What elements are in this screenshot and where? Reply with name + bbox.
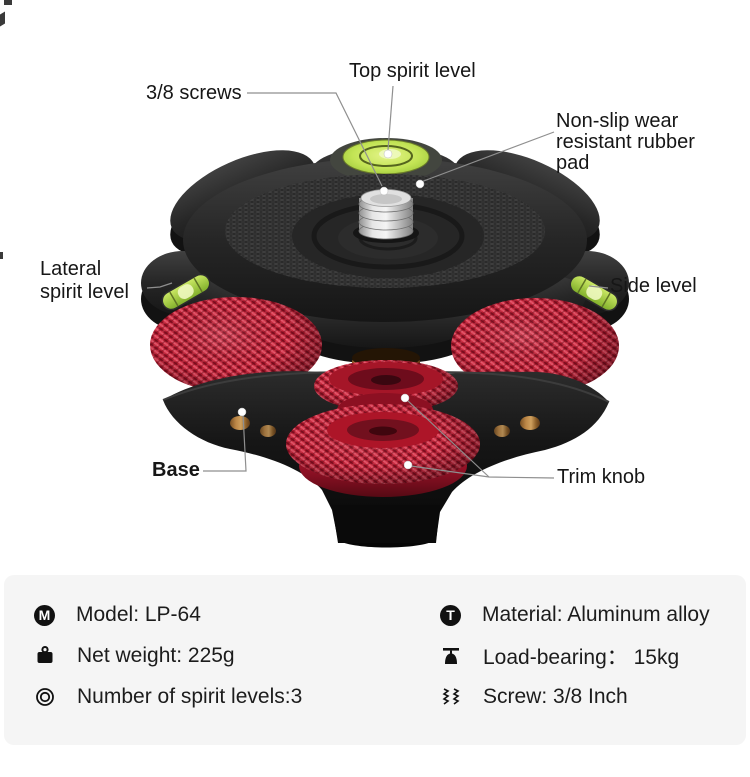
spec-text-model: Model: LP-64 [76, 603, 201, 626]
spec-row-load-bearing: Load-bearing： 15kg [440, 642, 746, 670]
m-badge-icon: M [34, 604, 55, 626]
specs-panel: M Model: LP-64 T Material: Aluminum allo… [4, 575, 746, 745]
right-tube-level [569, 274, 619, 312]
corner-artifact [0, 252, 3, 259]
right-knob [451, 298, 619, 394]
spec-text-spirit-levels: Number of spirit levels:3 [77, 685, 303, 708]
weight-icon [37, 646, 53, 663]
spirit-level-icon [36, 688, 54, 706]
callout-label-base: Base [152, 459, 200, 481]
left-knob [150, 297, 322, 393]
spring-screw-icon [442, 688, 460, 705]
callout-label-lateral-spirit-level: Lateral spirit level [40, 258, 129, 303]
callout-label-trim-knob: Trim knob [557, 466, 646, 488]
spec-row-model: M Model: LP-64 [34, 601, 440, 629]
t-badge-icon: T [440, 604, 461, 626]
scale-icon [443, 648, 459, 664]
spec-text-net-weight: Net weight: 225g [77, 644, 235, 667]
spec-text-screw: Screw: 3/8 Inch [483, 685, 628, 708]
spec-row-net-weight: Net weight: 225g [34, 642, 440, 670]
spec-row-spirit-levels: Number of spirit levels:3 [34, 683, 440, 711]
spec-text-material: Material: Aluminum alloy [482, 603, 710, 626]
spec-row-screw: Screw: 3/8 Inch [440, 683, 746, 711]
callout-label-top-spirit-level: Top spirit level [349, 60, 476, 82]
callout-label-side-level: Side level [610, 275, 697, 297]
rubber-pad [225, 174, 545, 288]
callout-label-three-eighth-screws: 3/8 screws [146, 82, 242, 104]
corner-artifact [4, 0, 12, 5]
callout-label-non-slip-pad: Non-slip wear resistant rubber pad [556, 110, 695, 174]
center-screw [353, 189, 419, 243]
spec-row-material: T Material: Aluminum alloy [440, 601, 746, 629]
left-tube-level [161, 273, 211, 311]
spec-text-load-bearing: Load-bearing： 15kg [483, 646, 680, 669]
